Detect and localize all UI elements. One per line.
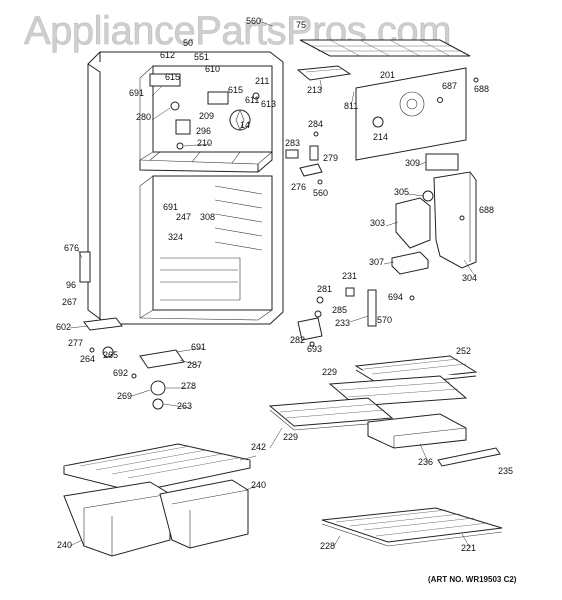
part-label-269: 269 bbox=[117, 391, 132, 401]
part-label-615: 615 bbox=[228, 85, 243, 95]
part-label-221: 221 bbox=[461, 543, 476, 553]
part-label-308: 308 bbox=[200, 212, 215, 222]
part-label-236: 236 bbox=[418, 457, 433, 467]
label-plate bbox=[425, 153, 459, 171]
part-label-611: 611 bbox=[245, 95, 259, 105]
part-label-280: 280 bbox=[136, 112, 151, 122]
part-label-692: 692 bbox=[113, 368, 128, 378]
meat-drawer bbox=[367, 413, 467, 449]
part-label-235: 235 bbox=[498, 466, 513, 476]
part-label-14: 14 bbox=[240, 120, 250, 130]
part-label-304: 304 bbox=[462, 273, 477, 283]
part-label-676: 676 bbox=[64, 243, 79, 253]
part-label-570: 570 bbox=[377, 315, 392, 325]
part-label-560: 560 bbox=[313, 188, 328, 198]
part-label-229: 229 bbox=[283, 432, 298, 442]
part-label-263: 263 bbox=[177, 401, 192, 411]
part-label-287: 287 bbox=[187, 360, 202, 370]
part-label-50: 50 bbox=[183, 38, 193, 48]
part-label-233: 233 bbox=[335, 318, 350, 328]
part-label-551: 551 bbox=[194, 52, 209, 62]
part-label-688: 688 bbox=[479, 205, 494, 215]
part-label-560: 560 bbox=[246, 16, 261, 26]
part-label-303: 303 bbox=[370, 218, 385, 228]
part-label-811: 811 bbox=[344, 101, 358, 111]
part-label-305: 305 bbox=[394, 187, 409, 197]
part-label-693: 693 bbox=[307, 344, 322, 354]
part-label-324: 324 bbox=[168, 232, 183, 242]
part-label-279: 279 bbox=[323, 153, 338, 163]
leader-lines bbox=[69, 21, 476, 549]
part-label-247: 247 bbox=[176, 212, 191, 222]
crisper-cover bbox=[63, 443, 251, 493]
part-label-282: 282 bbox=[290, 335, 305, 345]
part-label-277: 277 bbox=[68, 338, 83, 348]
part-label-210: 210 bbox=[197, 138, 212, 148]
part-label-688: 688 bbox=[474, 84, 489, 94]
part-label-612: 612 bbox=[160, 50, 175, 60]
part-label-284: 284 bbox=[308, 119, 323, 129]
part-label-285: 285 bbox=[332, 305, 347, 315]
part-label-267: 267 bbox=[62, 297, 77, 307]
crisper-drawer-right bbox=[159, 479, 249, 549]
part-label-307: 307 bbox=[369, 257, 384, 267]
part-label-214: 214 bbox=[373, 132, 388, 142]
part-label-602: 602 bbox=[56, 322, 71, 332]
part-label-691: 691 bbox=[191, 342, 206, 352]
freezer-fan-assembly bbox=[149, 73, 260, 150]
part-label-252: 252 bbox=[456, 346, 471, 356]
part-label-228: 228 bbox=[320, 541, 335, 551]
part-label-615: 615 bbox=[165, 72, 180, 82]
part-label-309: 309 bbox=[405, 158, 420, 168]
ice-tray bbox=[296, 65, 352, 81]
shelf-support-hardware bbox=[297, 287, 377, 347]
watermark-text: AppliancePartsPros.com bbox=[24, 9, 451, 53]
part-label-209: 209 bbox=[199, 111, 214, 121]
glass-shelf bbox=[321, 507, 503, 547]
freezer-shelf bbox=[299, 39, 471, 57]
part-label-242: 242 bbox=[251, 442, 266, 452]
part-label-276: 276 bbox=[291, 182, 306, 192]
lower-hardware bbox=[89, 346, 185, 410]
art-number: (ART NO. WR19503 C2) bbox=[428, 575, 517, 584]
part-label-613: 613 bbox=[261, 99, 276, 109]
part-label-610: 610 bbox=[205, 64, 220, 74]
part-label-691: 691 bbox=[129, 88, 144, 98]
part-label-96: 96 bbox=[66, 280, 76, 290]
center-hardware bbox=[285, 131, 323, 185]
rear-panel bbox=[355, 67, 479, 161]
part-label-240: 240 bbox=[251, 480, 266, 490]
drawer-rail bbox=[437, 447, 501, 467]
crisper-drawer-left bbox=[63, 481, 171, 557]
part-label-213: 213 bbox=[307, 85, 322, 95]
part-label-691: 691 bbox=[163, 202, 178, 212]
refrigerator-cabinet bbox=[79, 51, 284, 331]
part-label-229: 229 bbox=[322, 367, 337, 377]
part-label-694: 694 bbox=[388, 292, 403, 302]
part-label-75: 75 bbox=[296, 20, 306, 30]
part-label-240: 240 bbox=[57, 540, 72, 550]
part-label-264: 264 bbox=[80, 354, 95, 364]
part-label-687: 687 bbox=[442, 81, 457, 91]
control-housing bbox=[391, 171, 477, 301]
wire-shelf-lower bbox=[268, 397, 394, 431]
part-label-211: 211 bbox=[255, 76, 269, 86]
part-label-283: 283 bbox=[285, 138, 300, 148]
part-label-231: 231 bbox=[342, 271, 357, 281]
part-label-201: 201 bbox=[380, 70, 395, 80]
part-label-281: 281 bbox=[317, 284, 332, 294]
part-label-296: 296 bbox=[196, 126, 211, 136]
part-label-265: 265 bbox=[103, 350, 118, 360]
part-label-278: 278 bbox=[181, 381, 196, 391]
